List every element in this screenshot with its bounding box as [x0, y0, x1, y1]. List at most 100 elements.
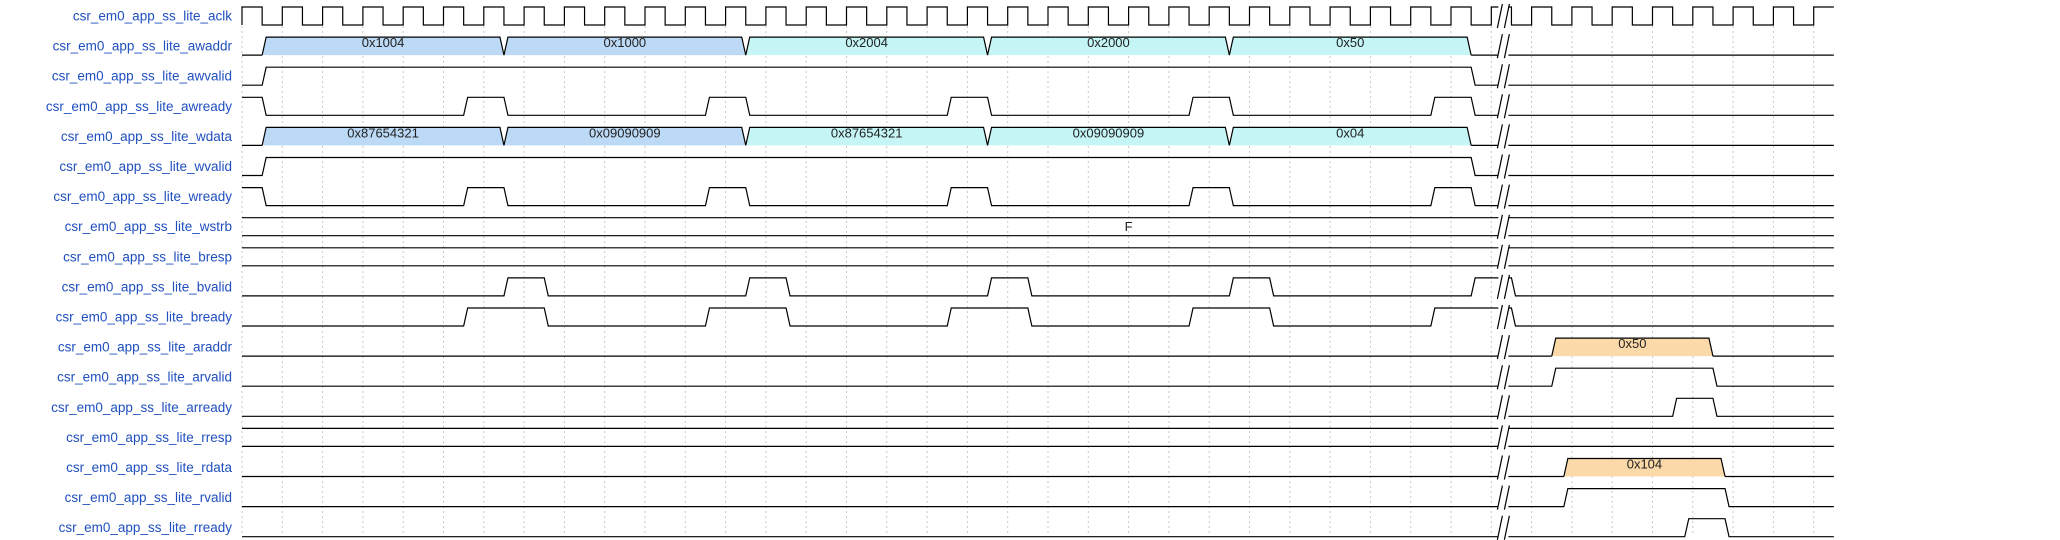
break-gap [1498, 213, 1509, 240]
break-slash [1503, 365, 1510, 390]
bus-value: 0x104 [1627, 457, 1662, 472]
break-slash [1503, 124, 1510, 149]
signal-name-rvalid: csr_em0_app_ss_lite_rvalid [65, 490, 232, 505]
bit-waveform [242, 397, 1834, 417]
break-gap [1498, 3, 1509, 29]
break-gap [1498, 334, 1509, 361]
bus-value: 0x2000 [1087, 35, 1130, 50]
break-slash [1496, 124, 1503, 149]
bit-waveform [242, 187, 1834, 207]
bus-segment [1228, 36, 1472, 56]
signal-name-wdata: csr_em0_app_ss_lite_wdata [61, 129, 233, 144]
break-slash [1496, 365, 1503, 390]
signal-row-bvalid [242, 277, 1834, 297]
signal-name-bready: csr_em0_app_ss_lite_bready [56, 310, 233, 325]
signal-name-wready: csr_em0_app_ss_lite_wready [53, 189, 232, 204]
break-gap [1498, 484, 1509, 511]
break-slash [1496, 425, 1503, 450]
signal-row-bready [242, 307, 1834, 327]
signal-name-arvalid: csr_em0_app_ss_lite_arvalid [57, 370, 232, 385]
break-slash [1496, 184, 1503, 209]
signal-name-bvalid: csr_em0_app_ss_lite_bvalid [62, 279, 232, 294]
bit-waveform [242, 367, 1834, 387]
break-gap [1498, 63, 1509, 90]
break-slash [1496, 94, 1503, 119]
signal-name-wstrb: csr_em0_app_ss_lite_wstrb [65, 219, 232, 234]
bit-waveform [242, 277, 1834, 297]
break-slash [1496, 334, 1503, 360]
signal-row-awready [242, 96, 1834, 116]
bit-waveform [242, 307, 1834, 327]
signal-row-bresp [242, 247, 1834, 267]
signal-name-bresp: csr_em0_app_ss_lite_bresp [63, 249, 232, 264]
signal-labels: csr_em0_app_ss_lite_aclk csr_em0_app_ss_l… [46, 9, 233, 536]
break-gap [1498, 304, 1509, 330]
break-slash [1503, 184, 1510, 209]
bus-segment [1563, 457, 1726, 477]
break-slash [1503, 274, 1510, 300]
bus-segment [261, 126, 505, 146]
break-slash [1496, 214, 1503, 239]
bus-segment [745, 36, 989, 56]
break-slash [1503, 304, 1510, 330]
bus-value: 0x09090909 [1073, 125, 1145, 140]
break-slash [1503, 515, 1510, 540]
break-slash [1496, 304, 1503, 330]
grid-layer [241, 6, 1815, 536]
break-gap [1498, 454, 1509, 481]
break-gap [1498, 514, 1509, 540]
signal-row-aclk [241, 6, 1834, 26]
bus-value: 0x1004 [362, 35, 405, 50]
bus-value: 0x87654321 [831, 125, 903, 140]
break-slash [1496, 3, 1503, 29]
break-gap [1498, 153, 1509, 180]
signal-row-awaddr: 0x1004 0x1000 0x2004 0x2000 0x50 [242, 35, 1834, 56]
waveforms: 0x1004 0x1000 0x2004 0x2000 0x50 0x87654321 0x… [241, 6, 1834, 538]
break-slash [1496, 64, 1503, 89]
bus-value: 0x09090909 [589, 125, 661, 140]
break-slash [1503, 334, 1510, 360]
signal-name-awaddr: csr_em0_app_ss_lite_awaddr [53, 39, 233, 54]
signal-name-rready: csr_em0_app_ss_lite_rready [59, 520, 233, 535]
bus-segment [1551, 337, 1714, 357]
bus-value: 0x87654321 [347, 125, 419, 140]
signal-name-arready: csr_em0_app_ss_lite_arready [51, 400, 232, 415]
break-slash [1496, 455, 1503, 480]
bus-segment [503, 36, 747, 56]
break-gap [1498, 364, 1509, 391]
signal-row-wready [242, 187, 1834, 207]
signal-row-rvalid [242, 488, 1834, 508]
signal-row-rready [242, 518, 1834, 538]
break-slash [1496, 485, 1503, 510]
bus-value: 0x1000 [604, 35, 647, 50]
break-slash [1496, 515, 1503, 540]
break-slash [1503, 485, 1510, 510]
signal-name-aclk: csr_em0_app_ss_lite_aclk [73, 9, 232, 24]
bit-waveform [242, 66, 1834, 86]
bit-waveform [242, 96, 1834, 116]
break-slash [1503, 244, 1510, 269]
clock-waveform [241, 6, 1834, 26]
signal-row-rdata: 0x104 [242, 457, 1834, 478]
break-gap [1498, 93, 1509, 120]
break-slash [1496, 154, 1503, 179]
break-gap [1498, 394, 1509, 421]
bus-value: 0x2004 [845, 35, 888, 50]
break-slash [1503, 3, 1510, 29]
signal-row-awvalid [242, 66, 1834, 86]
bus-segment [986, 126, 1230, 146]
break-gap [1498, 424, 1509, 451]
time-break-markers [1496, 3, 1510, 540]
signal-row-arready [242, 397, 1834, 417]
signal-row-wvalid [242, 156, 1834, 177]
signal-name-awready: csr_em0_app_ss_lite_awready [46, 99, 232, 114]
bus-segment [745, 126, 989, 146]
bus-value: 0x50 [1618, 336, 1646, 351]
signal-name-awvalid: csr_em0_app_ss_lite_awvalid [52, 69, 232, 84]
break-slash [1503, 395, 1510, 420]
bit-waveform [242, 518, 1834, 538]
signal-row-wstrb: F [242, 217, 1834, 237]
break-slash [1503, 425, 1510, 450]
bus-value: 0x50 [1336, 35, 1364, 50]
